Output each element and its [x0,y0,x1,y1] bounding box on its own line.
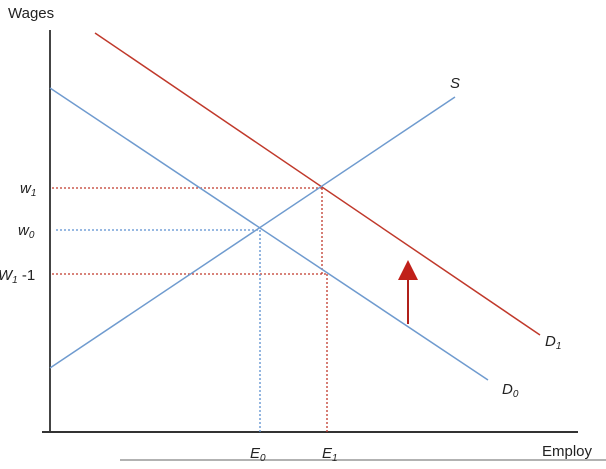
supply-curve [49,96,456,369]
y-axis-label: Wages [8,5,54,22]
e0-label: E0 [250,445,266,464]
d0-label: D0 [502,381,519,400]
e1-label: E1 [322,445,338,464]
x-axis-label: Employ [542,443,593,460]
w0-label: w0 [18,222,35,241]
w1-label: w1 [20,180,36,199]
w1-minus-1-label: W1 -1 [0,267,35,286]
d1-label: D1 [545,333,561,352]
supply-label: S [450,75,460,92]
demand-curve-d1 [94,32,541,336]
demand-curve-d0 [49,87,489,381]
